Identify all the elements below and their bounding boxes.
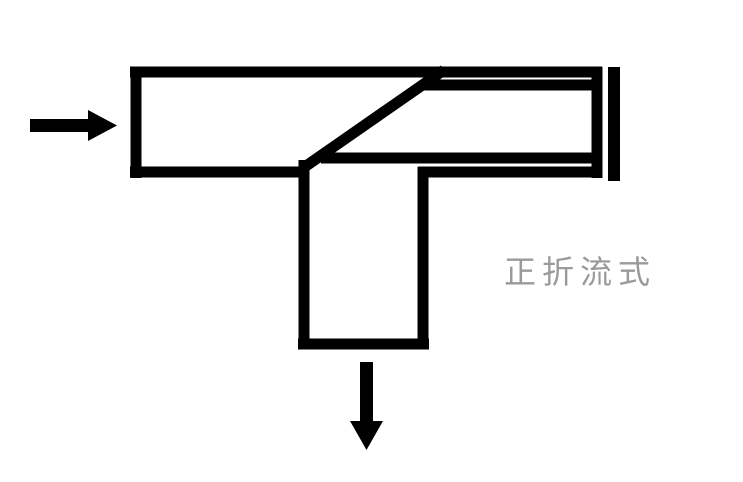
baffle-diagonal	[302, 65, 448, 171]
inlet-right-arrow-icon	[30, 110, 117, 141]
flow-type-label: 正折流式	[504, 254, 656, 290]
pipe-outline	[130, 65, 620, 350]
outlet-down-arrow-icon	[350, 362, 383, 450]
